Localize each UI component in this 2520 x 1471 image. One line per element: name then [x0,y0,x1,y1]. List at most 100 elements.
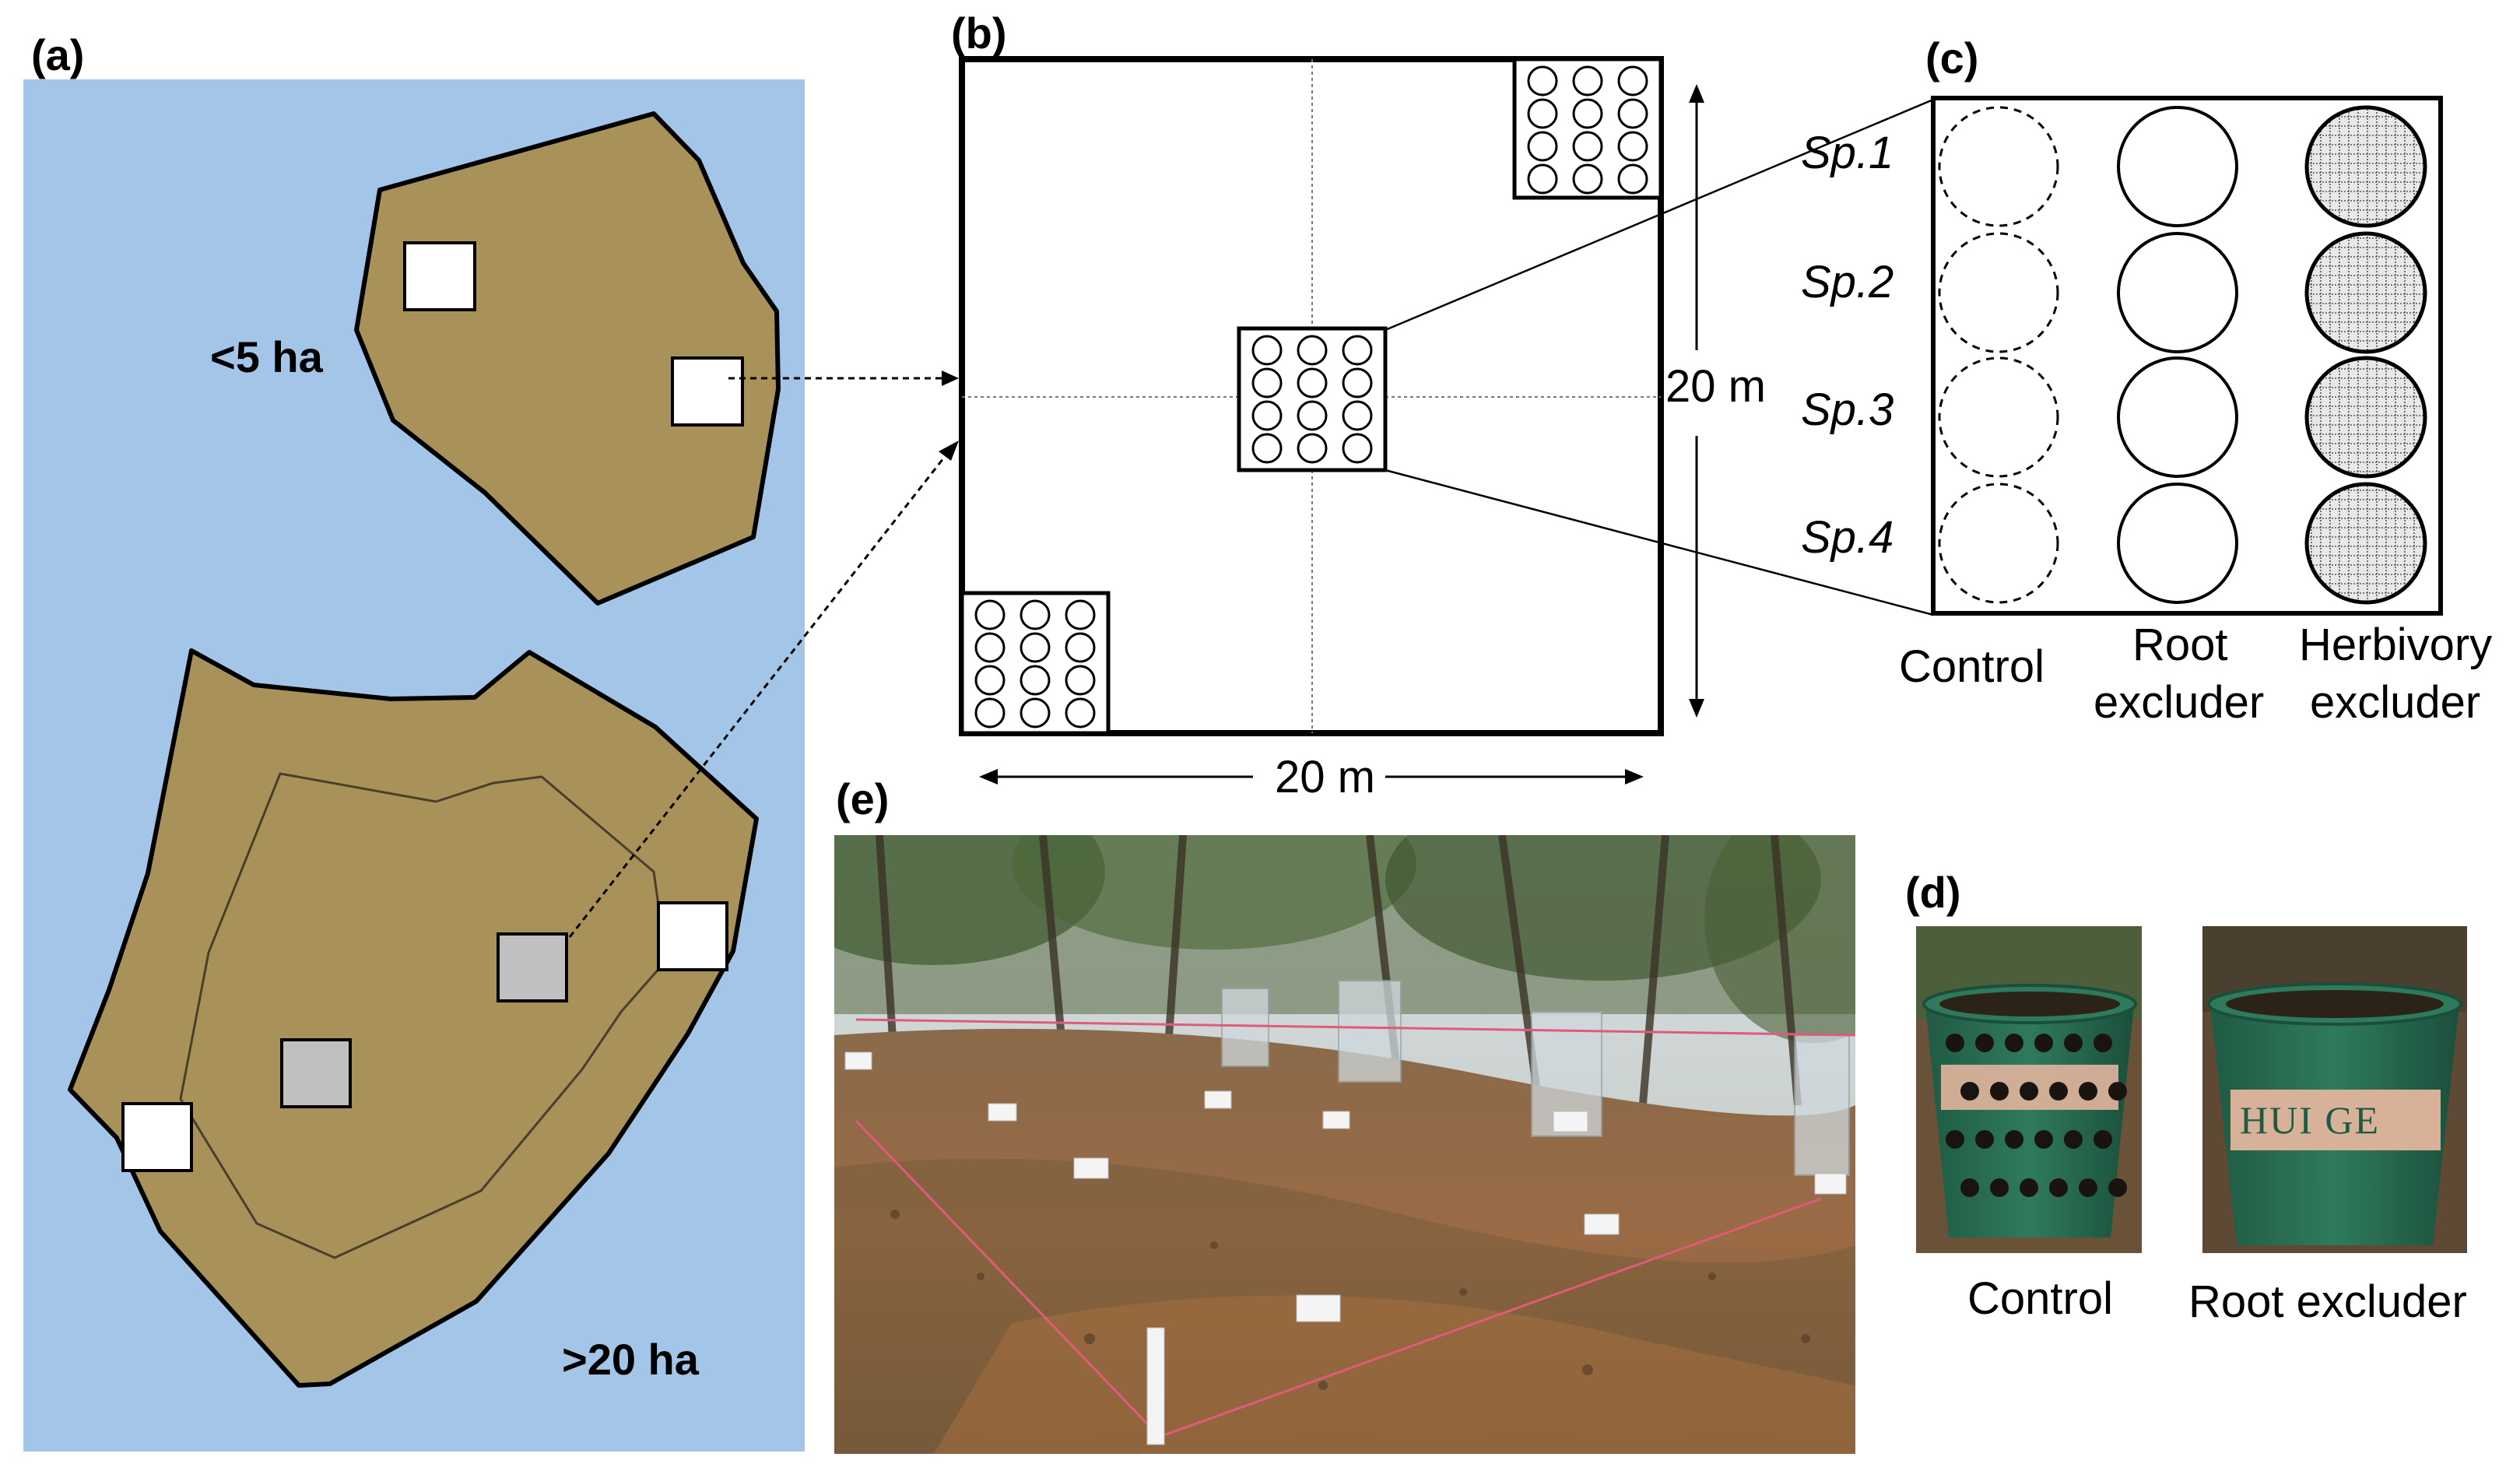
pot-hole [2064,1034,2083,1052]
pot-hole [1990,1082,2009,1101]
panel-e: (e) [834,774,1855,1454]
pot-circle [1251,335,1283,366]
pot-circle [1342,367,1373,398]
pot-circle [1065,665,1096,696]
pot-circle [1572,65,1603,97]
pot-hole [2049,1178,2068,1197]
herbivory-excluder-pot-circle [2304,231,2427,354]
panel-b: (b) 20 m 20 m [951,9,1934,802]
plot-large-core-2 [280,1038,352,1108]
pot-circle [1020,697,1051,728]
herbivory-excluder-pot-circle [2304,482,2427,605]
plot-small-1 [403,241,476,311]
control-pot-caption: Control [1967,1273,2113,1324]
small-island [354,111,781,606]
pot-hole [2094,1034,2112,1052]
small-island-area-label: <5 ha [210,332,324,381]
pot-circle [1342,433,1373,464]
height-dimension-label: 20 m [1665,361,1766,412]
pot-hole [2005,1130,2023,1149]
pot-hole [2108,1082,2127,1101]
pot-circle [1251,433,1283,464]
pot-circle [1572,98,1603,129]
root-excluder-pot-caption: Root excluder [2188,1276,2467,1327]
panel-c-label: (c) [1925,33,1978,83]
pot-circle [1020,632,1051,663]
pot-circle [1065,599,1096,630]
pot-circle [1251,400,1283,431]
pot-hole [2108,1178,2127,1197]
pot-circle [974,632,1006,663]
pot-circle [974,697,1006,728]
pot-hole [2079,1178,2097,1197]
pot-hole [2034,1130,2053,1149]
species-label-3: Sp.3 [1801,384,1894,435]
panel-a: (a) <5 ha >20 ha [23,30,805,1452]
pot-circle [1297,335,1328,366]
large-island-area-label: >20 ha [562,1335,700,1384]
pot-circle [1527,163,1558,195]
plot-connector-arrows [568,370,959,938]
pot-circle [1065,697,1096,728]
control-pot-circle [1938,106,2059,227]
pot-hole [2094,1130,2112,1149]
pot-hole [1990,1178,2009,1197]
species-label-1: Sp.1 [1801,128,1894,178]
pot-hole [1960,1082,1979,1101]
large-island-core-boundary [179,772,668,1259]
panel-a-label: (a) [31,30,84,79]
root-excluder-pot-circle [2117,106,2238,227]
pot-circle [974,599,1006,630]
pot-circle [1342,335,1373,366]
pot-hole [1946,1130,1964,1149]
column-label-root-1: Root [2132,620,2228,670]
pot-circle [1297,367,1328,398]
panel-d: (d) Control HUI GE Root excluder [1905,868,2467,1327]
pot-circle [1297,400,1328,431]
pot-circle [1527,131,1558,162]
column-label-herbivory-1: Herbivory [2299,620,2492,670]
zoom-line-top [1385,98,1934,332]
pot-brand-text: HUI GE [2240,1098,2380,1142]
large-island [68,648,759,1388]
pot-hole [2034,1034,2053,1052]
root-excluder-pot-circle [2117,356,2238,478]
pot-circle [1342,400,1373,431]
pot-hole [2005,1034,2023,1052]
pot-circle [1617,131,1648,162]
herbivory-excluder-pot-circle [2304,356,2427,479]
pot-hole [1975,1130,1994,1149]
control-pot-photo [1916,926,2142,1253]
plot-small-2 [671,356,744,427]
panel-b-label: (b) [951,9,1007,58]
width-dimension-arrow [979,769,1644,785]
pot-hole [1960,1178,1979,1197]
pot-circle [1527,65,1558,97]
zoom-line-bottom [1385,469,1934,616]
pot-hole [1975,1034,1994,1052]
plot-large-edge-1 [657,901,728,971]
control-pot-circle [1938,232,2059,353]
control-pot-circle [1938,483,2059,604]
pot-circle [1572,131,1603,162]
plot-large-core-1 [497,932,568,1002]
pot-circle [1617,98,1648,129]
pot-hole [2049,1082,2068,1101]
pot-hole [2079,1082,2097,1101]
pot-circle [1617,163,1648,195]
panel-d-label: (d) [1905,868,1961,917]
pot-circle [1251,367,1283,398]
column-label-herbivory-2: excluder [2310,677,2480,728]
column-label-control: Control [1899,641,2044,692]
pot-circle [1297,433,1328,464]
panel-c: (c) Sp.1 Sp.2 Sp.3 Sp.4 Control Root exc… [1801,33,2492,728]
pot-hole [2020,1082,2038,1101]
pot-circle [1617,65,1648,97]
pot-circle [1527,98,1558,129]
pot-circle [1020,599,1051,630]
pot-circle [1020,665,1051,696]
root-excluder-pot-photo: HUI GE [2202,926,2467,1253]
panel-e-label: (e) [836,774,889,823]
pot-hole [1946,1034,1964,1052]
